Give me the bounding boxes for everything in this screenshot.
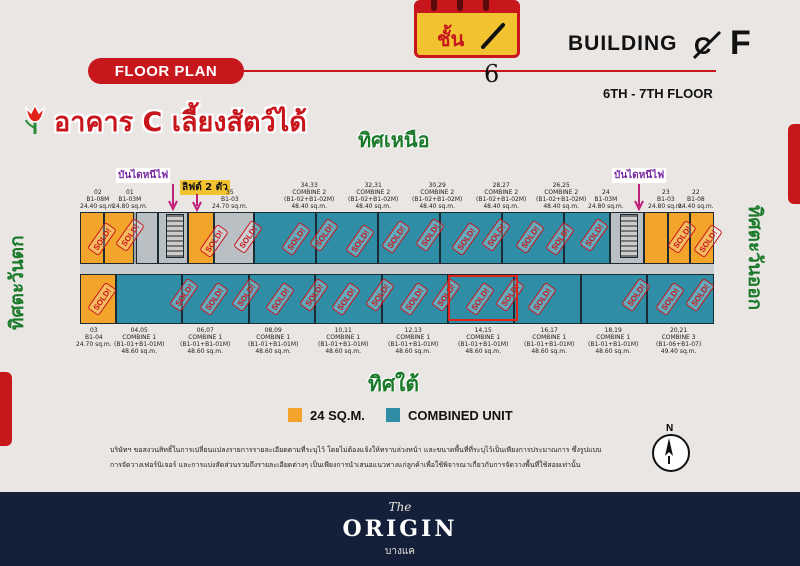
calendar-icon: ชั้น [414,0,520,58]
fire-exit-tag-right: บันไดหนีไฟ [612,168,667,183]
stair-icon [166,214,184,258]
unit-top [254,212,316,264]
floor-plan-pill: FLOOR PLAN [88,58,244,84]
legend-blue-label: COMBINED UNIT [408,408,513,423]
highlighted-unit-box [448,275,518,321]
arrow-down-icon [168,184,178,212]
arrow-down-icon [192,194,202,212]
tulip-icon [24,103,46,134]
building-letter: F [730,24,751,62]
unit-label-top: 34,33 COMBINE 2 (B1-02+B1-02M) 48.40 sq.… [284,182,335,210]
unit-top [104,212,134,264]
unit-label-top: 26,25 COMBINE 2 (B1-02+B1-02M) 48.40 sq.… [536,182,587,210]
calendar-floor-text: ชั้น [437,27,465,51]
calendar-ring [431,0,437,11]
unit-label-bottom: 14,15 COMBINE 1 (B1-01+B1-01M) 48.60 sq.… [458,327,509,355]
handwritten-floor-number: 6 [484,60,500,88]
west-label: ทิศตะวันตก [6,235,28,330]
compass-icon [652,434,690,472]
unit-label-bottom: 03 B1-04 24.70 sq.m. [76,327,112,348]
unit-label-bottom: 04,05 COMBINE 1 (B1-01+B1-01M) 48.60 sq.… [114,327,165,355]
unit-label-bottom: 18,19 COMBINE 1 (B1-01+B1-01M) 48.60 sq.… [588,327,639,355]
footer-location: บางแค [385,546,415,557]
stair-icon [620,214,638,258]
unit-bottom [248,274,316,324]
pet-friendly-title: อาคาร C เลี้ยงสัตว์ได้ [54,107,307,138]
unit-label-bottom: 08,09 COMBINE 1 (B1-01+B1-01M) 48.60 sq.… [248,327,299,355]
unit-bottom [647,274,714,324]
footer-bar [0,492,800,566]
floor-plan-drawing: SOLD!SOLD!SOLD!SOLD!SOLD!SOLD!SOLD!SOLD!… [80,212,723,324]
building-label: BUILDING [568,32,678,55]
calendar-ring [457,0,463,11]
elevator-tag: ลิฟต์ 2 ตัว [180,180,230,195]
legend-yellow-label: 24 SQ.M. [310,408,365,423]
unit-top [136,212,158,264]
unit-top [668,212,690,264]
legend-blue-swatch [386,408,400,422]
unit-label-top: 32,31 COMBINE 2 (B1-02+B1-02M) 48.40 sq.… [348,182,399,210]
unit-top [564,212,610,264]
unit-top [188,212,214,264]
unit-top [214,212,254,264]
unit-label-top: 24 B1-03M 24.80 sq.m. [588,189,624,210]
unit-bottom [448,274,515,324]
disclaimer-line-2: การจัดวางเฟอร์นิเจอร์ และการแบ่งสัดส่วนร… [110,461,581,469]
footer-the: The [388,500,412,514]
header-rule [236,70,716,72]
unit-label-top: 01 B1-03M 24.80 sq.m. [112,189,148,210]
corridor [80,264,714,274]
north-label: ทิศเหนือ [358,128,430,152]
unit-top [690,212,714,264]
floor-range: 6TH - 7TH FLOOR [603,86,713,101]
disclaimer-line-1: บริษัทฯ ขอสงวนสิทธิ์ในการเปลี่ยนแปลงรายก… [110,446,602,454]
compass-north-label: N [666,423,674,434]
east-label: ทิศตะวันออก [744,205,766,311]
unit-label-bottom: 12,13 COMBINE 1 (B1-01+B1-01M) 48.60 sq.… [388,327,439,355]
unit-bottom [580,274,648,324]
unit-top [80,212,104,264]
disclaimer: บริษัทฯ ขอสงวนสิทธิ์ในการเปลี่ยนแปลงรายก… [110,443,660,473]
strike-mark [481,23,505,49]
arrow-down-icon [634,184,644,212]
right-red-tab [788,124,800,204]
unit-top [644,212,668,264]
legend-yellow-swatch [288,408,302,422]
fire-exit-tag-left: บันไดหนีไฟ [116,168,171,183]
unit-bottom [116,274,183,324]
unit-bottom [315,274,382,324]
left-red-tab [0,372,12,446]
calendar-header-bar [417,3,517,13]
unit-label-top: 30,29 COMBINE 2 (B1-02+B1-02M) 48.40 sq.… [412,182,463,210]
footer-brand: ORIGIN [342,516,458,542]
unit-bottom [514,274,581,324]
unit-label-top: 28,27 COMBINE 2 (B1-02+B1-02M) 48.40 sq.… [476,182,527,210]
unit-label-top: 02 B1-08M 24.40 sq.m. [80,189,116,210]
calendar-ring [483,0,489,11]
unit-label-bottom: 10,11 COMBINE 1 (B1-01+B1-01M) 48.60 sq.… [318,327,369,355]
unit-label-top: 22 B1-08 24.40 sq.m. [678,189,714,210]
unit-bottom [381,274,448,324]
unit-top [378,212,440,264]
unit-top [316,212,378,264]
south-label: ทิศใต้ [368,372,420,396]
unit-top [440,212,502,264]
unit-top [502,212,564,264]
unit-bottom [80,274,116,324]
crossed-letter-mark: C [692,30,722,60]
unit-label-top: 35 B1-03 24.70 sq.m. [212,189,248,210]
unit-label-bottom: 16,17 COMBINE 1 (B1-01+B1-01M) 48.60 sq.… [524,327,575,355]
unit-label-bottom: 06,07 COMBINE 1 (B1-01+B1-01M) 48.60 sq.… [180,327,231,355]
unit-label-bottom: 20,21 COMBINE 3 (B1-06+B1-07) 49.40 sq.m… [656,327,702,355]
unit-label-top: 23 B1-03 24.80 sq.m. [648,189,684,210]
unit-bottom [182,274,249,324]
